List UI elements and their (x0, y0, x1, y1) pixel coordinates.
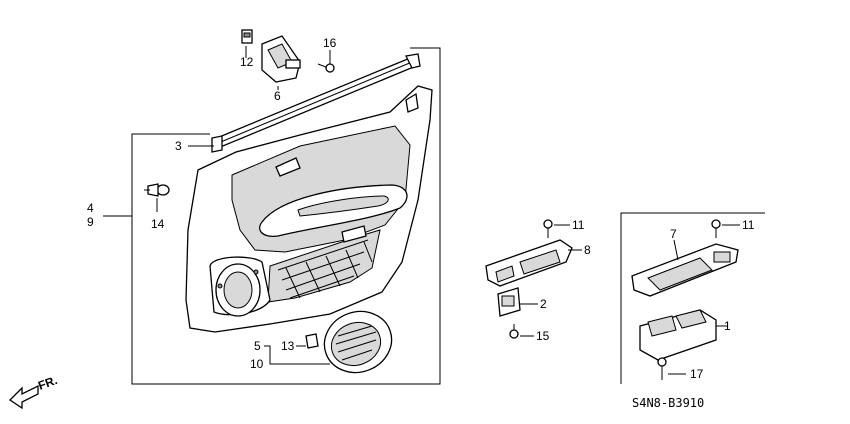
diagram-code: S4N8-B3910 (632, 396, 704, 410)
callout-16: 16 (323, 36, 337, 50)
callout-12: 12 (240, 55, 254, 69)
screw-part-17 (657, 357, 667, 380)
screw-part-11b (711, 219, 721, 238)
screw-part-15 (509, 324, 519, 339)
callout-9: 9 (87, 215, 94, 229)
switch-part-2 (497, 287, 521, 317)
callout-3: 3 (175, 139, 182, 153)
speaker-grille-part (323, 310, 393, 374)
callout-17: 17 (690, 367, 704, 381)
callout-8: 8 (584, 243, 591, 257)
screw-part-11a (543, 219, 553, 238)
door-trim-panel (185, 85, 433, 333)
front-label: FR. (36, 373, 59, 393)
switch-panel-part (485, 239, 573, 287)
callout-2: 2 (540, 297, 547, 311)
leader-lines (103, 46, 740, 375)
callout-13: 13 (281, 339, 295, 353)
switch-group-frame (620, 212, 765, 384)
bracket-part (261, 35, 301, 83)
callout-10: 10 (250, 357, 264, 371)
switch-panel-part-7 (631, 243, 739, 297)
master-switch-part (639, 309, 717, 361)
callout-1: 1 (724, 319, 731, 333)
callout-15: 15 (536, 329, 550, 343)
front-direction-arrow: FR. (8, 373, 59, 410)
screw-part-16 (317, 63, 335, 73)
callout-11-right: 11 (742, 218, 755, 232)
callout-4: 4 (87, 201, 94, 215)
fastener-part (144, 183, 170, 197)
callout-6: 6 (274, 89, 281, 103)
callout-7: 7 (670, 227, 677, 241)
callout-11-left: 11 (572, 218, 585, 232)
clip-part (241, 29, 253, 44)
callout-5: 5 (254, 339, 261, 353)
weatherstrip (210, 53, 421, 153)
door-panel-frame (131, 47, 441, 385)
callout-14: 14 (151, 217, 165, 231)
small-clip-part (305, 333, 319, 349)
